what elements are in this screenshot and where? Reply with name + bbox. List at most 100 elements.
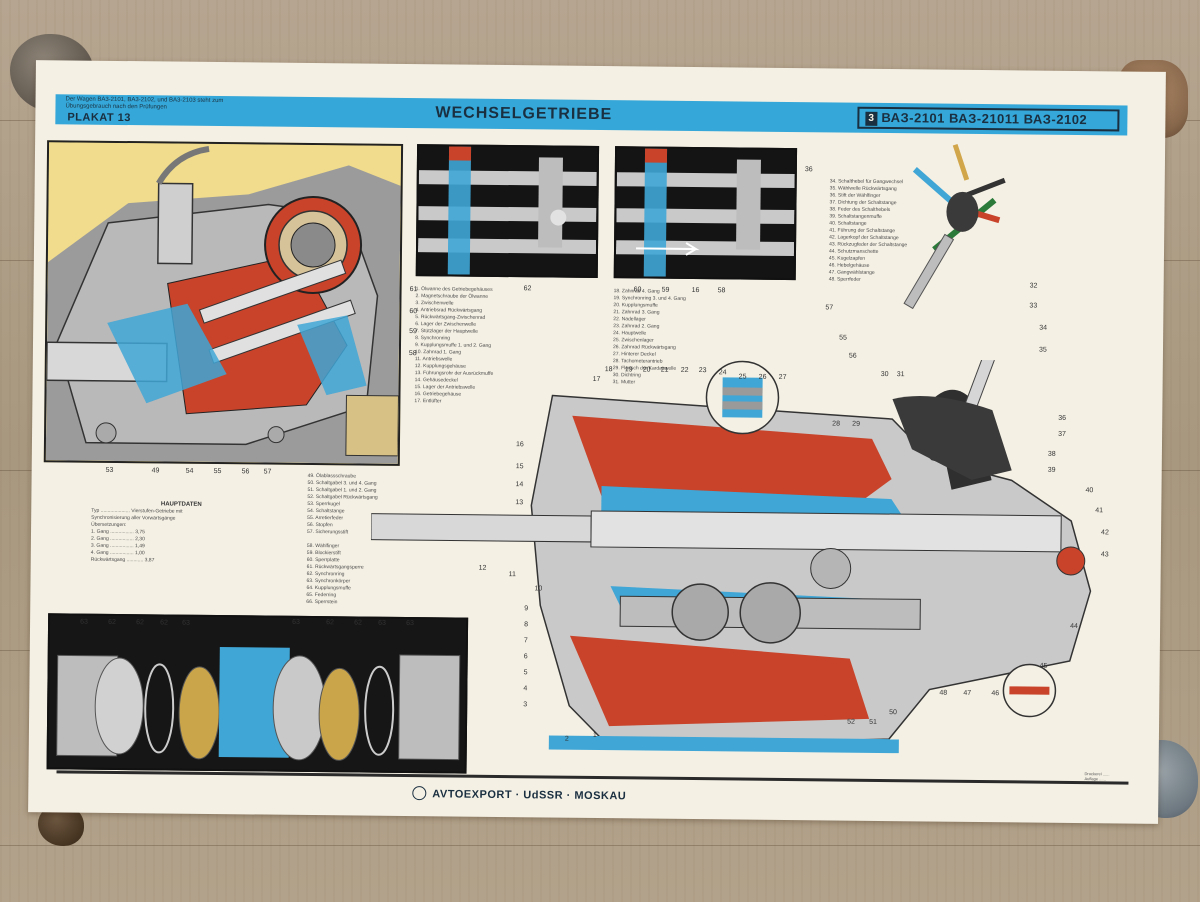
callout-number: 1 xyxy=(592,731,597,740)
callout-number: 24 xyxy=(718,369,727,377)
callout-number: 21 xyxy=(660,366,669,374)
callout-number: 63 xyxy=(378,619,386,627)
callout-number: 62 xyxy=(354,619,362,627)
callout-number: 17 xyxy=(592,375,601,384)
callout-number: 55 xyxy=(213,467,222,476)
callout-number: 50 xyxy=(889,709,898,717)
callout-number: 11 xyxy=(508,571,516,579)
callout-number: 46 xyxy=(991,690,1000,698)
synchronizer-exploded-view xyxy=(46,613,469,774)
synchronizer-parts-drawing xyxy=(48,615,467,772)
corner-note: Druckerei ......Auflage ...... xyxy=(1084,771,1110,782)
callout-number: 52 xyxy=(847,718,855,726)
callout-number: 26 xyxy=(758,373,767,381)
sync-callouts: 63 62 62 62 63 63 62 62 63 63 xyxy=(36,60,1166,627)
model-number: 3 xyxy=(865,111,878,126)
callout-number: 63 xyxy=(292,618,300,626)
callout-number: 36 xyxy=(804,166,813,174)
callout-number: 6 xyxy=(523,653,528,661)
footer-text: AVTOEXPORT · UdSSR · MOSKAU xyxy=(432,788,627,803)
callout-number: 19 xyxy=(624,366,633,374)
callout-number: 62 xyxy=(108,618,116,626)
callout-number: 62 xyxy=(160,619,168,627)
callout-number: 16 xyxy=(515,441,524,449)
callout-number: 33 xyxy=(1029,302,1038,310)
callout-number: 36 xyxy=(1058,414,1067,422)
transmission-poster: Der Wagen BA3-2101, BA3-2102, und BA3-21… xyxy=(28,60,1166,824)
model-text: ВАЗ-2101 ВАЗ-21011 ВАЗ-2102 xyxy=(881,109,1088,128)
callout-number: 31 xyxy=(896,371,905,379)
callout-number: 42 xyxy=(1101,529,1109,537)
callout-number: 18 xyxy=(604,366,613,374)
callout-number: 13 xyxy=(515,499,524,507)
callout-number: 37 xyxy=(1058,430,1066,438)
callout-number: 48 xyxy=(939,689,948,697)
callout-number: 5 xyxy=(523,669,528,677)
callout-number: 20 xyxy=(642,366,651,374)
callout-number: 38 xyxy=(1047,450,1056,458)
callout-number: 63 xyxy=(80,618,88,626)
callout-number: 47 xyxy=(963,689,972,697)
callout-number: 56 xyxy=(241,468,250,476)
gearbox-section-drawing xyxy=(370,353,1092,754)
callout-number: 3 xyxy=(523,701,528,709)
hauptdaten-block: HAUPTDATEN Typ ..................... Vie… xyxy=(91,501,272,566)
footer: AVTOEXPORT · UdSSR · MOSKAU xyxy=(412,786,626,802)
selector-rods-drawing-1 xyxy=(417,146,598,276)
callout-number: 39 xyxy=(1047,466,1056,474)
gear-lever-diagram xyxy=(903,143,1006,310)
callout-number: 12 xyxy=(478,564,487,572)
callout-number: 8 xyxy=(524,621,529,629)
callout-number: 29 xyxy=(852,420,861,428)
selector-rods-drawing-2 xyxy=(615,148,796,279)
callout-number: 49 xyxy=(151,467,160,475)
callout-number: 51 xyxy=(869,718,877,726)
main-cutaway-illustration xyxy=(43,140,404,466)
callout-number: 30 xyxy=(880,370,889,379)
callout-number: 27 xyxy=(778,373,787,381)
callout-number: 35 xyxy=(1038,346,1047,354)
footer-rule xyxy=(56,770,1129,785)
title-banner: Der Wagen BA3-2101, BA3-2102, und BA3-21… xyxy=(55,94,1128,136)
callout-number: 62 xyxy=(136,619,144,627)
selector-detail-1 xyxy=(415,144,600,278)
callout-number: 56 xyxy=(848,352,857,360)
callout-number: 9 xyxy=(524,605,529,613)
callout-number: 25 xyxy=(738,373,747,381)
callout-number: 55 xyxy=(839,334,847,342)
callout-number: 57 xyxy=(263,468,272,476)
callout-number: 63 xyxy=(406,620,414,628)
avtoexport-logo-icon xyxy=(412,786,427,801)
callout-number: 22 xyxy=(680,366,689,374)
plakat-label: PLAKAT 13 xyxy=(67,111,132,125)
callout-number: 57 xyxy=(825,304,834,312)
callout-number: 43 xyxy=(1100,551,1109,559)
callout-number: 15 xyxy=(515,463,524,471)
callout-number: 63 xyxy=(182,619,190,627)
callout-number: 45 xyxy=(1039,662,1048,670)
callout-number: 4 xyxy=(523,685,528,693)
gearbox-cutaway-drawing xyxy=(45,142,402,464)
poster-title: WECHSELGETRIEBE xyxy=(435,104,613,124)
callout-number: 2 xyxy=(564,735,569,743)
callout-number: 40 xyxy=(1085,487,1094,495)
callout-number: 54 xyxy=(185,467,194,475)
callout-number: 53 xyxy=(105,466,114,474)
selector-detail-2 xyxy=(613,146,798,281)
header-small-text: Der Wagen BA3-2101, BA3-2102, und BA3-21… xyxy=(65,96,224,111)
callout-number: 62 xyxy=(326,619,334,627)
callout-number: 41 xyxy=(1095,507,1104,515)
callout-number: 32 xyxy=(1029,282,1038,290)
callout-number: 44 xyxy=(1070,622,1078,631)
callout-number: 14 xyxy=(515,481,524,489)
callout-number: 34 xyxy=(1039,324,1048,332)
callout-number: 10 xyxy=(534,585,543,593)
callout-number: 28 xyxy=(832,420,841,428)
callout-number: 7 xyxy=(523,637,528,645)
callout-number: 23 xyxy=(698,367,707,375)
